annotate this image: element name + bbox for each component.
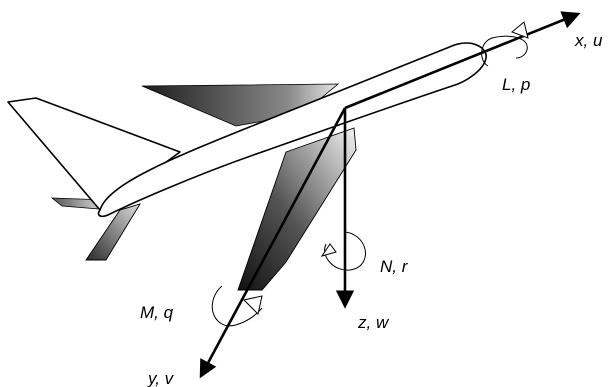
- right-horizontal-stabilizer: [85, 203, 141, 261]
- pitch-rotation-arrow: [211, 285, 263, 327]
- x-axis-label: x, u: [574, 31, 603, 50]
- z-axis-label: z, w: [357, 313, 390, 332]
- y-axis-arrow: [199, 107, 347, 379]
- roll-rotation-arrow: [481, 21, 529, 67]
- y-axis-label: y, v: [147, 369, 175, 387]
- roll-label: L, p: [502, 75, 530, 94]
- fuselage: [97, 42, 487, 218]
- pitch-label: M, q: [140, 303, 174, 322]
- x-axis-arrow: [344, 11, 581, 110]
- yaw-label: N, r: [380, 257, 409, 276]
- yaw-rotation-arrow: [320, 231, 366, 271]
